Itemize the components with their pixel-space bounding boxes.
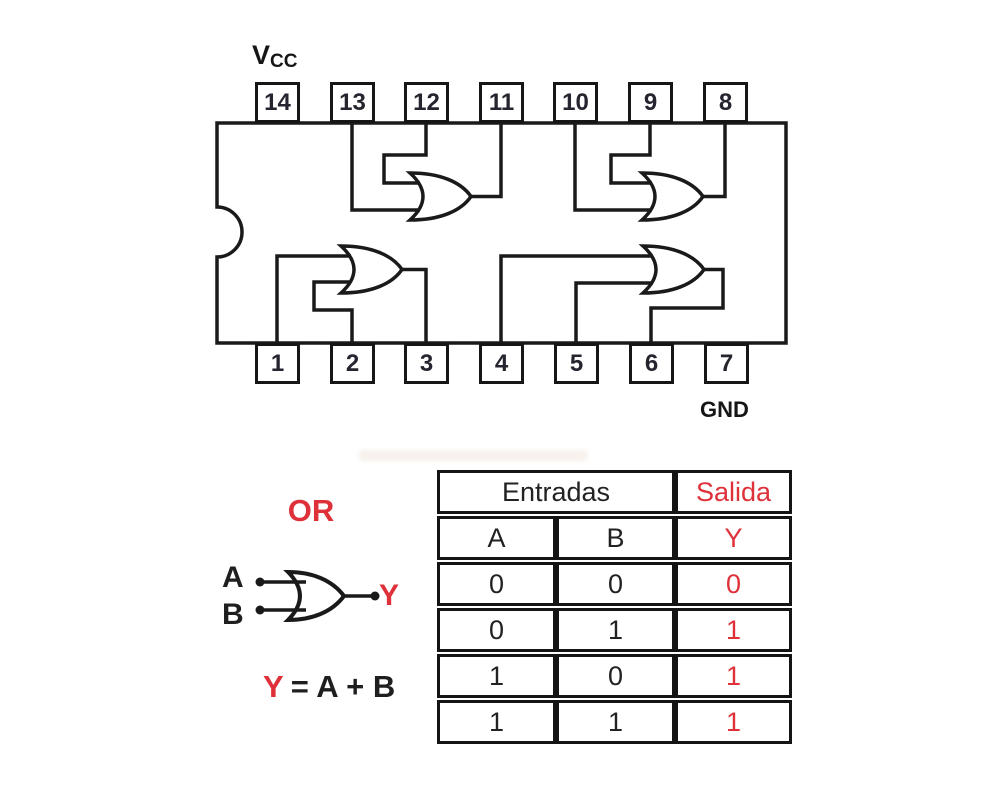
wire-pin4-input <box>499 254 653 342</box>
table-cell: 1 <box>556 700 675 744</box>
table-cell-output: 1 <box>675 608 792 652</box>
wire-pin13-input <box>350 123 420 212</box>
wire-pin12-input <box>382 123 428 185</box>
input-a-label: A <box>222 561 244 594</box>
equation-rhs: = A + B <box>290 669 396 704</box>
pin-14: 14 <box>255 82 300 123</box>
pin-13: 13 <box>330 82 375 123</box>
pin-2: 2 <box>330 343 375 384</box>
wire-pin11-output <box>471 123 503 199</box>
gnd-label: GND <box>700 397 749 422</box>
or-gate-1 <box>405 171 474 222</box>
table-cell: 0 <box>556 562 675 606</box>
pin-12: 12 <box>404 82 449 123</box>
table-cell: 0 <box>437 608 556 652</box>
boolean-equation: Y= A + B <box>263 671 395 702</box>
col-header-a: A <box>437 516 556 560</box>
output-dot <box>370 591 380 601</box>
input-a-dot <box>255 577 265 587</box>
header-entradas: Entradas <box>437 470 675 514</box>
gate-title: OR <box>287 493 335 528</box>
wire-pin9-input <box>609 123 652 185</box>
or-gate-2 <box>637 171 706 222</box>
pin-4: 4 <box>479 343 524 384</box>
table-cell: 1 <box>556 608 675 652</box>
table-cell-output: 1 <box>675 700 792 744</box>
col-header-b: B <box>556 516 675 560</box>
pin-11: 11 <box>479 82 524 123</box>
wire-pin2-input <box>312 280 354 342</box>
ic-diagram-svg <box>215 121 788 345</box>
pin-7: 7 <box>704 343 749 384</box>
vcc-label: VCC <box>252 40 298 72</box>
input-b-label: B <box>222 598 244 631</box>
table-cell-output: 1 <box>675 654 792 698</box>
or-gate-4 <box>638 244 707 295</box>
vcc-main: V <box>252 40 271 70</box>
table-cell: 0 <box>556 654 675 698</box>
pin-3: 3 <box>404 343 449 384</box>
table-cell-output: 0 <box>675 562 792 606</box>
header-salida: Salida <box>675 470 792 514</box>
col-header-y: Y <box>675 516 792 560</box>
wire-pin6-output <box>649 267 725 342</box>
output-y-label: Y <box>379 579 400 612</box>
ic-body <box>215 121 788 345</box>
truth-table: Entradas Salida A B Y 0 0 0 0 1 1 1 0 1 … <box>437 470 792 744</box>
pin-6: 6 <box>629 343 674 384</box>
input-b-dot <box>255 605 265 615</box>
wire-pin10-input <box>573 123 652 212</box>
pin-10: 10 <box>553 82 598 123</box>
or-symbol-svg <box>255 569 380 623</box>
wire-pin5-input <box>574 281 653 342</box>
table-cell: 1 <box>437 700 556 744</box>
pin-8: 8 <box>703 82 748 123</box>
equation-lhs: Y <box>263 669 284 704</box>
wire-pin8-output <box>703 123 727 199</box>
pin-5: 5 <box>554 343 599 384</box>
wire-pin3-output <box>402 267 428 342</box>
or-gate-3 <box>336 244 405 295</box>
pin-1: 1 <box>255 343 300 384</box>
faint-watermark <box>358 450 588 461</box>
table-cell: 0 <box>437 562 556 606</box>
table-cell: 1 <box>437 654 556 698</box>
vcc-sub: CC <box>270 51 298 72</box>
wire-pin1-input <box>275 254 351 342</box>
pin-9: 9 <box>628 82 673 123</box>
or-gate-symbol <box>283 569 347 623</box>
